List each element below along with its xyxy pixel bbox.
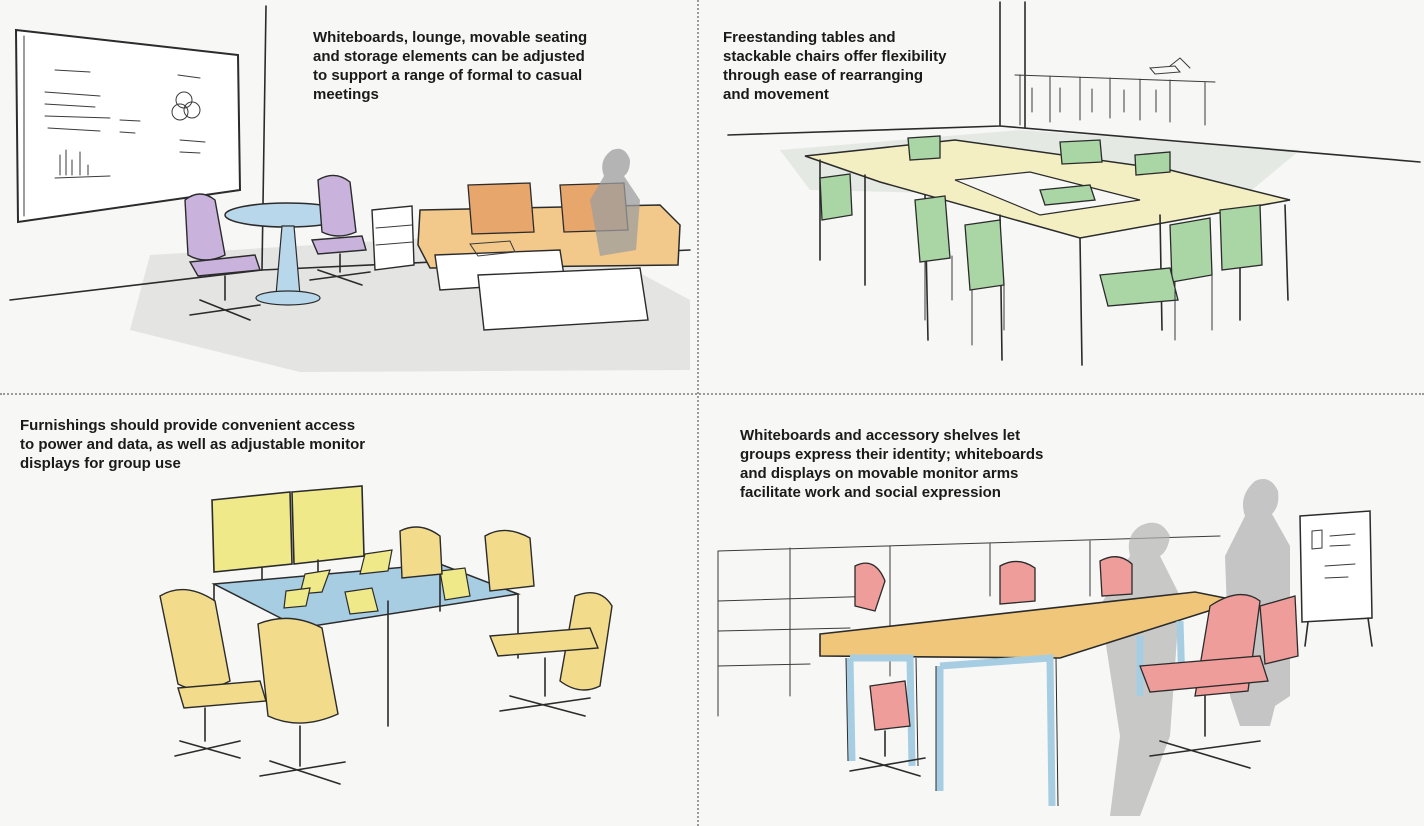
caption-monitor-bench: Furnishings should provide convenient ac… bbox=[20, 417, 366, 472]
panel-lounge-meeting: Whiteboards, lounge, movable seating and… bbox=[0, 0, 696, 392]
panel-monitor-bench: Furnishings should provide convenient ac… bbox=[0, 396, 696, 826]
panel-freestanding-tables: Freestanding tables and stackable chairs… bbox=[700, 0, 1424, 392]
caption-lounge-meeting: Whiteboards, lounge, movable seating and… bbox=[313, 29, 588, 103]
lounge-meeting-sketch-icon bbox=[9, 5, 691, 372]
caption-freestanding-tables: Freestanding tables and stackable chairs… bbox=[723, 29, 947, 103]
team-table-sketch-icon bbox=[717, 478, 1373, 816]
panel-team-table: Whiteboards and accessory shelves let gr… bbox=[700, 396, 1424, 826]
monitor-bench-sketch-icon bbox=[159, 485, 613, 785]
horizontal-divider bbox=[0, 393, 1424, 395]
vertical-divider bbox=[697, 0, 699, 826]
freestanding-tables-sketch-icon bbox=[727, 1, 1421, 366]
caption-team-table: Whiteboards and accessory shelves let gr… bbox=[740, 427, 1044, 501]
